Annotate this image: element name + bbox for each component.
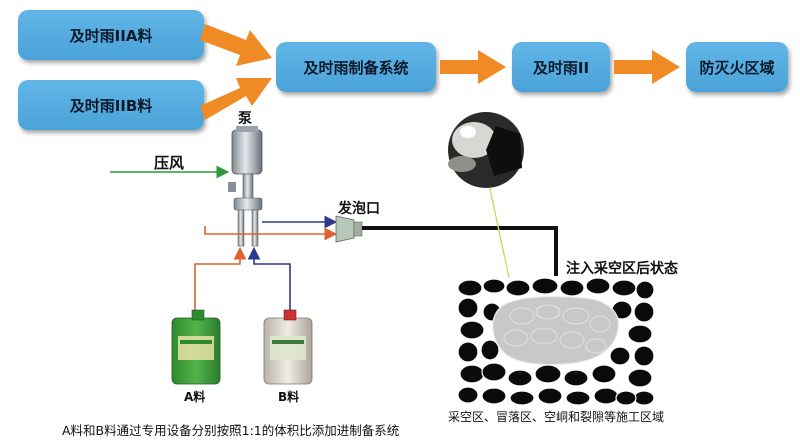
callout-line (485, 169, 513, 293)
foam-fill (492, 295, 620, 366)
after-injection-label: 注入采空区后状态 (566, 261, 678, 277)
compressed-air-label: 压风 (154, 154, 185, 172)
box-b-material: 及时雨IIB料 (18, 80, 204, 130)
drum-b-icon (263, 309, 313, 385)
flow-arrow-a-to-system (200, 24, 272, 66)
flow-arrow-b-to-system (200, 78, 272, 120)
goaf-area (457, 277, 655, 406)
box-prep-system: 及时雨制备系统 (276, 42, 436, 92)
area-caption: 采空区、冒落区、空峒和裂隙等施工区域 (448, 410, 665, 424)
goaf-stones (457, 277, 655, 406)
pump-label: 泵 (238, 111, 252, 127)
b-feed-line (247, 246, 291, 318)
a-feed-line (194, 246, 247, 318)
drum-a-icon (171, 309, 221, 385)
foam-closeup-photo (448, 112, 524, 188)
bottom-caption: A料和B料通过专用设备分别按照1:1的体积比添加进制备系统 (62, 423, 400, 438)
box-target-area: 防灭火区域 (686, 42, 788, 92)
drum-a-label: A料 (184, 390, 206, 404)
flow-arrow-product-to-target (614, 50, 680, 84)
foam-outlet-label: 发泡口 (338, 201, 380, 217)
output-pipe (362, 226, 558, 276)
foam-outlet-icon (335, 215, 363, 243)
box-a-material: 及时雨IIA料 (18, 10, 204, 60)
drum-b-label: B料 (278, 390, 300, 404)
box-product: 及时雨II (512, 42, 610, 92)
foam-texture (503, 304, 611, 354)
pump-to-outlet-a (204, 226, 334, 234)
flow-arrow-system-to-product (440, 50, 506, 84)
pump-icon (228, 126, 263, 247)
